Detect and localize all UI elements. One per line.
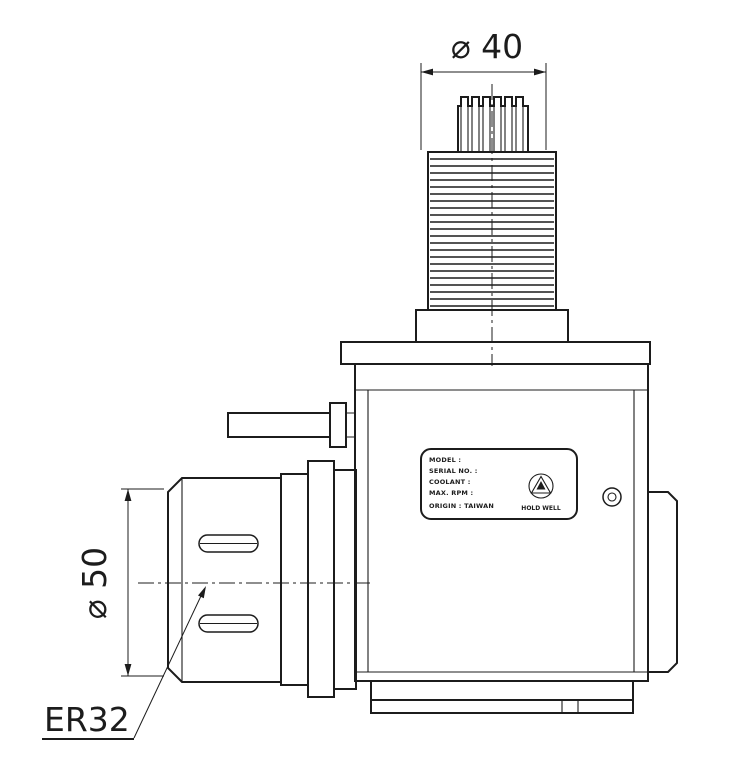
brand-text: HOLD WELL: [521, 505, 561, 512]
brand-logo-icon: [528, 473, 554, 499]
centerlines: [138, 84, 493, 584]
collet-step-inner: [333, 469, 357, 690]
pin-shaft: [227, 412, 331, 438]
logo-triangle: [530, 475, 552, 494]
base-upper: [370, 680, 634, 701]
nameplate-row-model: MODEL :: [429, 456, 461, 464]
dim-arrow-right: [534, 68, 546, 76]
nut-slot-top: [198, 534, 259, 553]
spline-outline: [457, 96, 529, 152]
nameplate-frame: [420, 448, 578, 520]
collet-nut: [167, 477, 282, 683]
pin-connector-lines: [346, 412, 355, 438]
dimension-top-diameter: ⌀ 40: [420, 27, 547, 150]
base-lower: [370, 699, 634, 714]
main-body: [354, 363, 649, 682]
nameplate-row-serial: SERIAL NO. :: [429, 467, 478, 475]
nut-slot-bottom: [198, 614, 259, 633]
thread-lines: [430, 158, 554, 307]
screw-outer-circle: [602, 487, 622, 507]
body-inner-lines: [355, 389, 648, 673]
logo-circle: [528, 473, 554, 499]
top-diameter-text: ⌀ 40: [451, 27, 523, 66]
extension-lines-top: [420, 63, 547, 150]
collet-step-outer: [280, 473, 309, 686]
set-screw: [602, 487, 622, 507]
nameplate-row-coolant: COOLANT :: [429, 478, 471, 486]
dim-arrow-left: [421, 68, 433, 76]
screw-inner-circle: [607, 492, 617, 502]
dim-arrow-up: [124, 489, 132, 501]
dimension-left-diameter: ⌀ 50: [75, 488, 164, 677]
nameplate-row-origin: ORIGIN : TAIWAN: [429, 502, 494, 510]
leader-arrow: [198, 586, 206, 599]
lock-pin: [227, 402, 355, 448]
nameplate-row-rpm: MAX. RPM :: [429, 489, 473, 497]
base-plate: [370, 680, 634, 714]
spline-coupling: [457, 96, 529, 152]
leader-line: [133, 588, 205, 739]
base-detail-lines: [561, 700, 579, 713]
collet-chuck: [167, 460, 357, 698]
collet-callout: ER32: [42, 586, 206, 740]
body-outline: [354, 363, 649, 682]
dim-arrow-down: [124, 664, 132, 676]
top-flange: [340, 341, 651, 365]
pin-collar: [329, 402, 347, 448]
collet-label-text: ER32: [44, 700, 130, 739]
spline-grooves: [460, 106, 524, 151]
logo-inner-mark: [536, 481, 546, 490]
side-plate: [647, 491, 678, 673]
collet-step-middle: [307, 460, 335, 698]
nameplate: MODEL : SERIAL NO. : COOLANT : MAX. RPM …: [420, 448, 578, 520]
left-diameter-text: ⌀ 50: [75, 547, 114, 619]
